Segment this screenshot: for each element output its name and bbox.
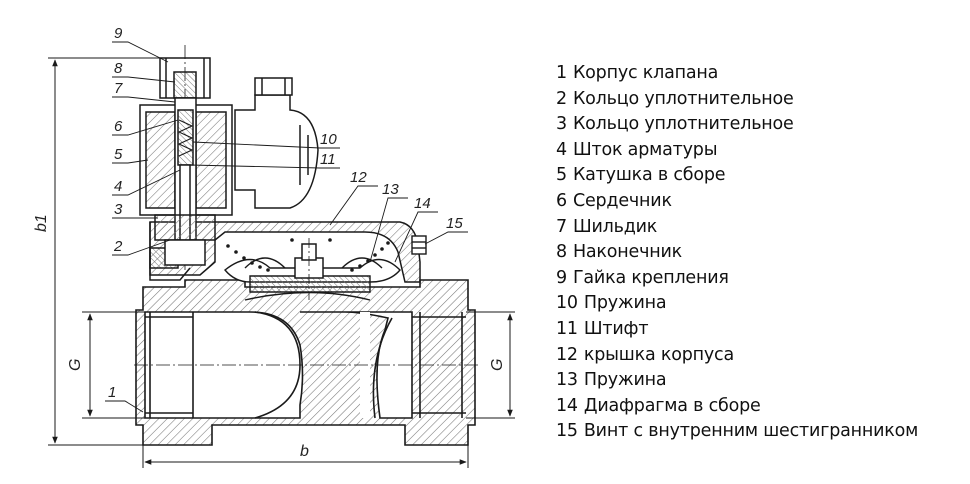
legend-item-number: 4: [556, 139, 567, 160]
legend-item-text: Кольцо уплотнительное: [572, 88, 794, 109]
solenoid-assembly: [139, 45, 319, 270]
legend-item-number: 3: [556, 114, 567, 135]
legend-item-number: 6: [556, 190, 567, 211]
legend-item-text: Пружина: [583, 293, 667, 314]
callout-8: 8: [114, 60, 123, 77]
leader-lines: [105, 41, 468, 413]
legend-item-text: Винт с внутренним шестигранником: [583, 421, 919, 442]
callout-2: 2: [113, 238, 123, 255]
legend-item-number: 9: [556, 267, 567, 288]
callout-5: 5: [114, 146, 123, 163]
dimension-g-right-label: G: [489, 359, 506, 371]
legend-item-number: 5: [556, 165, 567, 186]
callout-10: 10: [320, 131, 337, 148]
callout-15: 15: [446, 215, 463, 232]
legend-item-text: Шток арматуры: [572, 139, 718, 160]
dimension-lines: [48, 57, 515, 468]
legend-item-text: Гайка крепления: [572, 267, 729, 288]
callout-12: 12: [350, 169, 367, 186]
diaphragm-spring: [226, 238, 390, 272]
legend-item-number: 1: [556, 63, 567, 83]
legend-item-number: 11: [556, 318, 578, 339]
legend-item-text: Кольцо уплотнительное: [572, 114, 794, 135]
callout-11: 11: [320, 151, 336, 168]
legend-item-number: 12: [556, 344, 578, 365]
legend-item-text: Штифт: [583, 318, 649, 339]
legend-item-text: Катушка в сборе: [572, 165, 726, 186]
legend-item-text: Корпус клапана: [572, 63, 719, 83]
callout-13: 13: [382, 181, 399, 198]
dimension-b1-label: b1: [33, 214, 50, 232]
legend-item-number: 10: [556, 293, 578, 314]
callout-6: 6: [114, 118, 123, 135]
centre-bolt: [294, 238, 324, 300]
legend-item-number: 15: [556, 421, 578, 442]
callout-4: 4: [114, 178, 122, 195]
legend-item-number: 8: [556, 242, 567, 263]
callout-3: 3: [114, 201, 123, 218]
callout-14: 14: [414, 195, 431, 212]
legend-item-text: Диафрагма в сборе: [583, 395, 761, 416]
valve-cross-section-drawing: 9 8 7 6 5 4 3 2 1 10 11 12 13 14 15 b1 G…: [33, 25, 515, 468]
legend-item-text: Шильдик: [572, 216, 658, 237]
legend-item-number: 13: [556, 370, 578, 391]
dimension-g-left-label: G: [67, 359, 84, 371]
legend-item-number: 2: [556, 88, 567, 109]
legend-item-text: Сердечник: [572, 190, 672, 211]
legend-item-number: 14: [556, 395, 578, 416]
valve-body: [134, 279, 478, 446]
legend-item-number: 7: [556, 216, 567, 237]
callout-7: 7: [114, 80, 123, 97]
legend-item-text: Наконечник: [572, 242, 683, 263]
callout-9: 9: [114, 25, 123, 42]
legend-item-text: Пружина: [583, 370, 667, 391]
callout-1: 1: [108, 384, 116, 401]
dimension-b-label: b: [300, 443, 309, 460]
legend-item-text: крышка корпуса: [583, 344, 734, 365]
hex-screw: [411, 235, 427, 255]
